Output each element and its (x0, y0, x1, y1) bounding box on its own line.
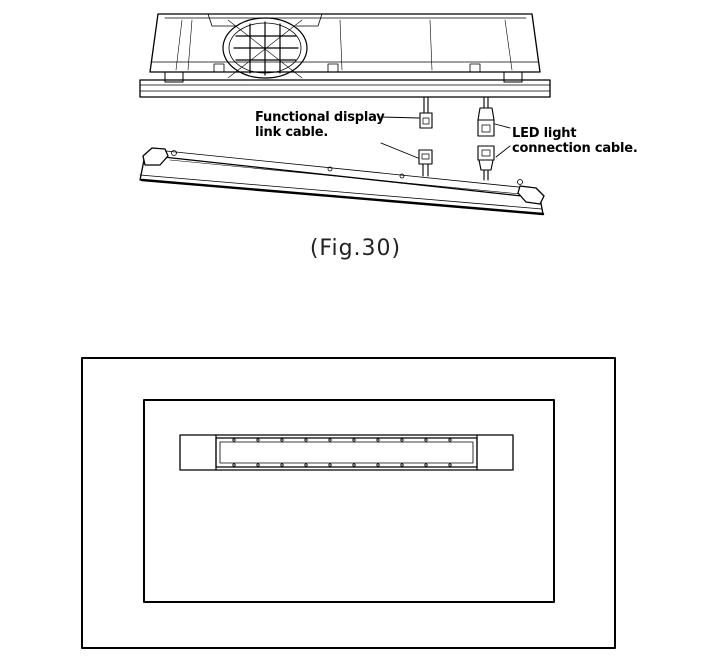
outer-frame (81, 357, 616, 649)
functional-display-cable-lower (418, 149, 433, 177)
light-strip-housing (179, 434, 514, 471)
led-cable-label: LED light connection cable. (512, 126, 638, 156)
led-cable-upper (477, 96, 495, 137)
ceiling-opening-view (81, 357, 616, 649)
leader-lines (380, 116, 511, 159)
functional-display-cable-label: Functional display link cable. (255, 110, 385, 140)
led-label-line1: LED light (512, 126, 577, 141)
functional-display-cable-upper (419, 96, 433, 129)
strip-rivets (232, 438, 452, 467)
led-light-strip (215, 437, 478, 468)
front-panel-tilted (139, 147, 545, 216)
panel-face (143, 399, 555, 603)
led-cable-lower (477, 145, 495, 181)
fan-grille (222, 17, 308, 79)
figure-caption: (Fig.30) (309, 236, 402, 261)
functional-display-label-line1: Functional display (255, 110, 385, 125)
main-unit-housing (139, 13, 551, 98)
functional-display-label-line2: link cable. (255, 125, 329, 140)
led-label-line2: connection cable. (512, 141, 638, 156)
